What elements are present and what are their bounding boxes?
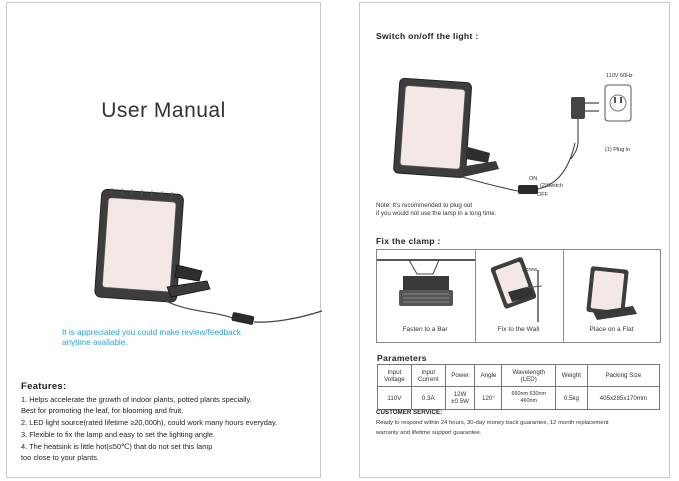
review-line-1: It is appreciated you could make review/… bbox=[62, 328, 241, 337]
lamp-illustration bbox=[94, 187, 323, 325]
wall-mount-illustration bbox=[490, 257, 543, 322]
header-cell: Input Voltage bbox=[377, 364, 412, 387]
customer-service-heading: CUSTOMER SERVICE: bbox=[376, 409, 443, 416]
parameters-heading: Parameters bbox=[377, 353, 427, 363]
header-cell: Packing Size bbox=[586, 364, 661, 387]
clamp-heading: Fix the clamp : bbox=[376, 236, 441, 246]
feature-line: 1. Helps accelerate the growth of indoor… bbox=[21, 395, 252, 404]
bar-mount-illustration bbox=[377, 259, 475, 306]
caption-bar: Fasten to a Bar bbox=[402, 326, 448, 333]
table-cell: 660nm 630nm 460nm bbox=[501, 386, 557, 410]
header-cell: Input Current bbox=[410, 364, 446, 387]
feature-line: too close to your plants. bbox=[21, 453, 100, 462]
header-cell: Power bbox=[444, 364, 476, 387]
clamp-bar-panel bbox=[376, 249, 476, 343]
outlet-voltage-label: 110V 60Hz bbox=[606, 73, 633, 79]
clamp-flat-panel bbox=[563, 249, 661, 343]
table-cell: 12W ±0.5W bbox=[444, 386, 476, 410]
plug-in-label: (1) Plug in bbox=[605, 147, 631, 153]
table-cell: 0.3A bbox=[410, 386, 446, 410]
table-cell: 120° bbox=[474, 386, 503, 410]
review-line-2: anytime available. bbox=[62, 338, 128, 347]
plug-outlet-illustration bbox=[570, 84, 632, 160]
customer-service-line-2: warranty and lifetime support guarantee. bbox=[376, 430, 482, 436]
features-heading: Features: bbox=[21, 381, 67, 392]
switch-label: (2)Switch bbox=[540, 183, 563, 189]
note-line-2: if you would not use the lamp in a long … bbox=[376, 210, 497, 217]
parameters-table: Input Voltage Input Current Power Angle … bbox=[377, 364, 661, 410]
feature-line: 3. Flexible to fix the lamp and easy to … bbox=[21, 430, 215, 439]
customer-service-line-1: Ready to respond within 24 hours, 30-day… bbox=[376, 420, 609, 426]
switch-illustration bbox=[393, 77, 576, 194]
manual-instructions-page: Switch on/off the light : 110V 60Hz (1) … bbox=[359, 2, 670, 478]
table-cell: 110V bbox=[377, 386, 412, 410]
feature-line: 4. The heatsink is little hot(≤50℃) that… bbox=[21, 442, 213, 451]
manual-cover-page: User Manual It is appreciated you could … bbox=[6, 2, 323, 478]
header-cell: Wavelength (LED) bbox=[501, 364, 557, 387]
header-cell: Weight bbox=[555, 364, 588, 387]
clamp-wall-panel bbox=[474, 249, 564, 343]
feature-line: Best for promoting the leaf, for bloomin… bbox=[21, 406, 184, 415]
review-request: It is appreciated you could make review/… bbox=[62, 328, 272, 348]
switch-heading: Switch on/off the light : bbox=[376, 31, 479, 41]
table-header-row: Input Voltage Input Current Power Angle … bbox=[377, 364, 661, 387]
switch-on-label: ON bbox=[529, 176, 538, 182]
caption-flat: Place on a Flat bbox=[589, 326, 634, 333]
header-cell: Angle bbox=[474, 364, 503, 387]
table-cell: 405x285x170mm bbox=[586, 386, 661, 410]
manual-title: User Manual bbox=[101, 99, 226, 122]
feature-line: 2. LED light source(rated lifetime ≥20,0… bbox=[21, 418, 278, 427]
switch-off-label: OFF bbox=[537, 192, 548, 198]
screw-label: Screw bbox=[522, 267, 538, 273]
flat-mount-illustration bbox=[586, 266, 637, 320]
note-line-1: Note: It's recommended to plug out bbox=[376, 202, 473, 209]
table-row: 110V 0.3A 12W ±0.5W 120° 660nm 630nm 460… bbox=[377, 386, 661, 410]
caption-wall: Fix to the Wall bbox=[497, 326, 540, 333]
table-cell: 0.5kg bbox=[555, 386, 588, 410]
